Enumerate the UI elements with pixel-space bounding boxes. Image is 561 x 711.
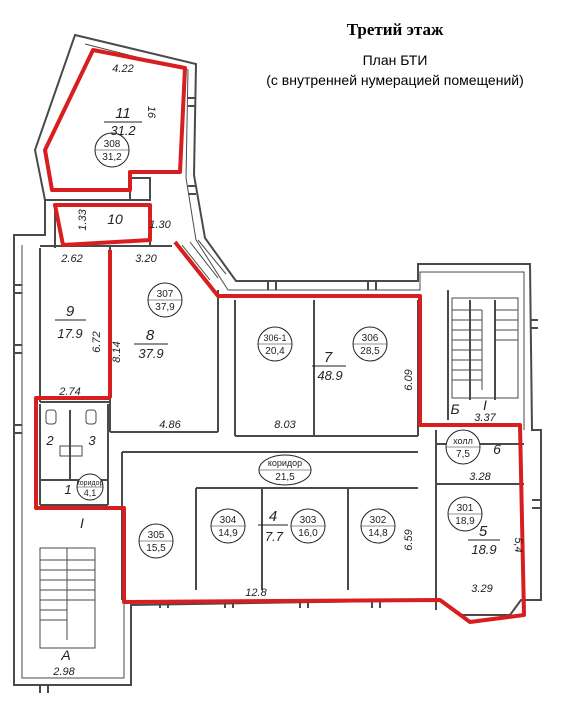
bti-number-306-1: 306-1 — [263, 333, 286, 343]
hand-area-8: 37.9 — [138, 346, 163, 361]
bti-number-302: 302 — [370, 515, 387, 526]
bti-room-labels: 308 31,2 307 37,9 306-1 20,4 306 28,5 хо… — [76, 132, 483, 559]
page-title: Третий этаж — [346, 20, 444, 39]
dim-4-86: 4.86 — [159, 419, 181, 431]
dim-1-33: 1.33 — [77, 208, 89, 230]
plan-subtitle: План БТИ — [362, 52, 428, 68]
rented-area-outline — [34, 48, 526, 624]
stair-marks: Б I I А — [60, 397, 487, 663]
hand-room-8: 8 — [146, 327, 155, 344]
bti-label-302: 302 14,8 — [360, 508, 396, 544]
bti-number-303: 303 — [300, 515, 317, 526]
hand-room-4: 4 — [269, 508, 277, 525]
bti-number-305: 305 — [148, 530, 165, 541]
hand-room-5: 5 — [479, 523, 488, 540]
dim-16: 16 — [145, 106, 157, 119]
hand-room-11: 11 — [115, 105, 131, 122]
bti-area-hall: 7,5 — [456, 449, 470, 460]
bti-number-301: 301 — [457, 503, 474, 514]
bti-area-308: 31,2 — [102, 152, 122, 163]
bti-number-306: 306 — [362, 333, 379, 344]
hand-room-10: 10 — [107, 211, 123, 227]
stair-mark-i-right: I — [483, 397, 487, 413]
bti-label-307: 307 37,9 — [147, 282, 183, 318]
stair-mark-b: Б — [450, 401, 459, 417]
dim-3-20: 3.20 — [135, 253, 157, 265]
dim-3-37: 3.37 — [474, 412, 496, 424]
bti-area-corridor: 21,5 — [275, 472, 295, 483]
bti-label-308: 308 31,2 — [94, 132, 130, 168]
dim-2-74: 2.74 — [58, 386, 80, 398]
hand-area-5: 18.9 — [471, 542, 496, 557]
bti-area-306-1: 20,4 — [265, 346, 285, 357]
bti-area-301: 18,9 — [455, 516, 475, 527]
bti-label-306-1: 306-1 20,4 — [257, 326, 293, 362]
bti-area-304: 14,9 — [218, 528, 238, 539]
stair-mark-i-left: I — [80, 515, 84, 531]
dim-6-72: 6.72 — [91, 331, 103, 352]
bti-label-305: 305 15,5 — [138, 523, 174, 559]
bti-label-303: 303 16,0 — [290, 508, 326, 544]
dim-3-28: 3.28 — [469, 471, 491, 483]
wc-fixtures — [45, 409, 97, 457]
bti-number-308: 308 — [104, 139, 121, 150]
dim-2-98: 2.98 — [52, 666, 75, 678]
bti-label-corridor: коридор 21,5 — [258, 454, 312, 486]
hand-area-9: 17.9 — [57, 326, 82, 341]
bti-area-306: 28,5 — [360, 346, 380, 357]
bti-label-301: 301 18,9 — [447, 496, 483, 532]
bti-number-307: 307 — [157, 289, 174, 300]
dim-6-59: 6.59 — [403, 529, 415, 550]
hand-area-7: 48.9 — [317, 368, 342, 383]
dimensions: 4.22 16 1.33 1.30 2.62 3.20 6.72 8.14 2.… — [52, 63, 524, 678]
staircase-left — [39, 547, 96, 649]
dim-4-22: 4.22 — [112, 63, 133, 75]
bti-label-304: 304 14,9 — [210, 508, 246, 544]
hand-area-11: 31.2 — [110, 123, 136, 138]
bti-area-corridor-small: 4,1 — [84, 488, 97, 498]
bti-number-corridor: коридор — [268, 458, 302, 468]
dim-8-14: 8.14 — [111, 341, 123, 362]
bti-area-303: 16,0 — [298, 528, 318, 539]
stair-mark-a: А — [60, 647, 70, 663]
dim-5-4: 5,4 — [512, 537, 524, 552]
staircase-right — [451, 297, 519, 399]
bti-label-hall: холл 7,5 — [445, 429, 481, 465]
plan-subtitle-note: (с внутренней нумерацией помещений) — [266, 72, 524, 88]
bti-label-corridor-small: коридор 4,1 — [76, 473, 104, 501]
bti-area-302: 14,8 — [368, 528, 388, 539]
hand-area-4: 7.7 — [265, 529, 284, 544]
handwritten-rooms: 11 31.2 10 9 17.9 8 37.9 7 48.9 6 5 18.9… — [45, 105, 501, 557]
hand-room-9: 9 — [66, 303, 75, 320]
hand-room-2: 2 — [45, 433, 54, 448]
building-walls — [13, 33, 542, 686]
bti-number-304: 304 — [220, 515, 237, 526]
dim-1-30: 1.30 — [149, 219, 171, 231]
bti-area-305: 15,5 — [146, 543, 166, 554]
bti-area-307: 37,9 — [155, 302, 175, 313]
hand-room-6: 6 — [493, 441, 501, 457]
bti-label-306: 306 28,5 — [352, 326, 388, 362]
hand-room-1: 1 — [64, 482, 71, 497]
dim-8-03: 8.03 — [274, 419, 296, 431]
corner-passage — [181, 239, 227, 281]
window-marks — [14, 97, 541, 693]
bti-number-hall: холл — [453, 436, 473, 446]
dim-12-8: 12.8 — [245, 587, 267, 599]
dim-6-09: 6.09 — [403, 369, 415, 390]
hand-room-7: 7 — [324, 349, 333, 366]
dim-3-29: 3.29 — [471, 583, 492, 595]
hand-room-3: 3 — [88, 433, 96, 448]
dim-2-62: 2.62 — [60, 253, 82, 265]
bti-number-corridor-small: коридор — [77, 480, 104, 487]
